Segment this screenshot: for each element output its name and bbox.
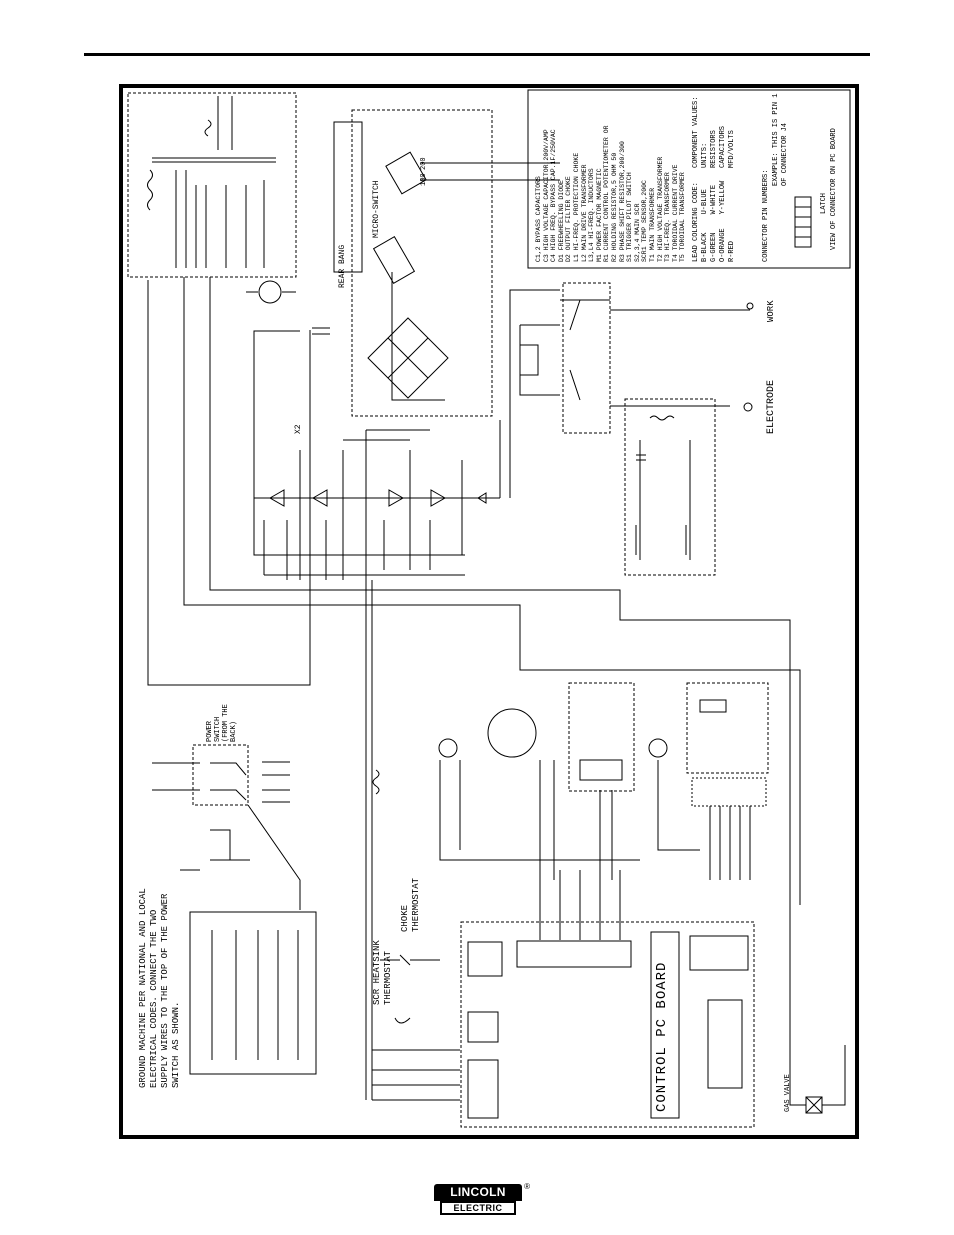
micro-pin-100: 100 [420,173,428,186]
logo-top: LINCOLN [434,1184,522,1201]
relay-box [568,682,635,792]
transformer-core [152,157,276,163]
pilot-lamp [438,738,458,758]
connector-latch: LATCH [820,192,828,214]
resistor-r [519,344,539,376]
rear-bang-panel [333,121,363,273]
control-board-label-box [650,931,680,1119]
scr-thermostat-label: SCR HEATSINK THERMOSTAT [372,940,393,1005]
output-contactor-box [562,282,611,434]
control-board-box [460,921,755,1128]
connector-view: VIEW OF CONNECTOR ON PC BOARD [830,128,838,250]
logo-bottom: ELECTRIC [440,1201,516,1215]
micro-pin-200: 200 [420,157,428,170]
work-label: WORK [766,300,776,322]
main-transformer-box [127,92,297,278]
legend-designations: C1,2 BYPASS CAPACITORS C3 HIGH VOLTAGE C… [535,125,687,262]
schematic-frame [119,84,859,1139]
connector-j3 [467,941,503,977]
connector-pin-numbers: CONNECTOR PIN NUMBERS: [762,169,770,262]
bridge-rectifier [367,317,449,399]
gas-valve-label: GAS VALVE [784,1074,792,1112]
indicator-lamp [648,738,668,758]
lincoln-electric-logo: LINCOLN ELECTRIC ® [434,1182,530,1216]
micro-switch-label: MICRO-SWITCH [372,180,381,238]
connector-j4 [689,935,749,971]
ground-notes: GROUND MACHINE PER NATIONAL AND LOCAL EL… [138,888,181,1088]
aux-winding [204,96,233,150]
rectifier-box [351,109,493,417]
pot-box [686,682,769,774]
transformer-leads [175,170,265,268]
connector-j5 [707,999,743,1089]
connector-j-long [516,940,632,968]
plug-j1 [691,777,767,807]
work-terminal [746,302,754,310]
connector-diagram [794,196,812,248]
micro-switch-body [385,151,427,195]
power-switch-box [192,744,249,806]
header-rule [84,53,870,56]
lead-color-code: LEAD COLORING CODE: B-BLACK G-GREEN O-OR… [692,180,736,262]
input-terminal-block [189,911,317,1075]
connector-j2 [467,1011,499,1043]
x2-label: X2 [294,424,303,434]
component-values: COMPONENT VALUES: UNITS: RESISTORS CAPAC… [692,96,736,168]
high-freq-box [624,398,716,576]
rear-bang-label: REAR BANG [338,244,347,288]
connector-example: EXAMPLE: THIS IS PIN 1 OF CONNECTOR J4 [772,93,789,186]
fan-motor [258,280,282,304]
power-switch-label: POWER SWITCH (FROM THE BACK) [206,704,238,742]
choke-thermostat-label: CHOKE THERMOSTAT [400,877,421,932]
control-board-label: CONTROL PC BOARD [654,961,670,1112]
meter [487,708,537,758]
connector-j1 [467,1059,499,1119]
registered-mark: ® [524,1182,530,1191]
choke-l1 [253,327,330,440]
electrode-label: ELECTRODE [766,379,777,434]
primary-winding [147,169,153,211]
rear-bang-switch [372,235,416,285]
electrode-terminal [743,402,753,412]
legend-box [527,89,851,269]
